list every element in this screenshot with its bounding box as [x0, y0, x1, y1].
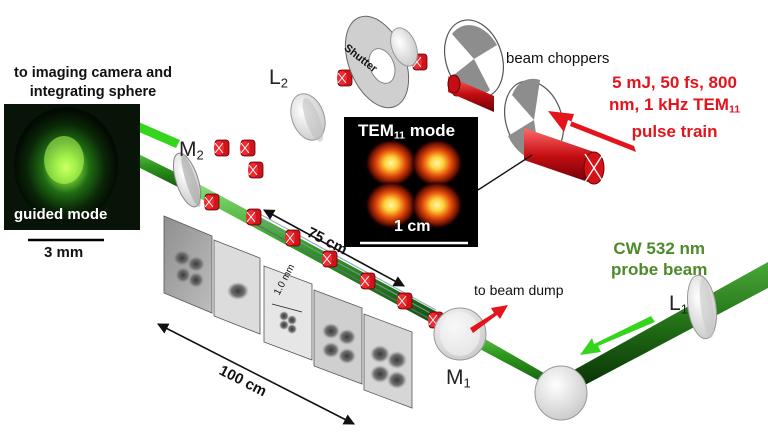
arrow-icon [470, 305, 508, 333]
mirror-icon [433, 307, 487, 361]
pump-line2: nm, 1 kHz TEM11 [609, 94, 740, 121]
iris-icon [285, 229, 301, 247]
probe-beam-input-segment [556, 262, 768, 395]
length-100-arrow [157, 323, 355, 425]
screen-scale-bar [271, 303, 303, 313]
pump-line3: pulse train [631, 121, 718, 141]
mirror-icon [534, 365, 588, 421]
mirror-icon [172, 152, 202, 208]
m2-label: M2 [179, 138, 204, 162]
lens-icon [390, 27, 418, 67]
pump-line1: 5 mJ, 50 fs, 800 [612, 73, 737, 92]
lens-icon [290, 93, 326, 142]
pump-beam-segment [524, 128, 605, 185]
iris-icon [240, 139, 256, 157]
probe-line2: probe beam [611, 260, 708, 279]
l2-sub: 2 [280, 75, 288, 91]
tem-inset-pointer [477, 154, 533, 191]
lens-icon [686, 274, 718, 340]
pump-line2-prefix: nm, 1 kHz TEM [609, 95, 729, 114]
imaging-target-line1: to imaging camera and [14, 65, 172, 81]
iris-icon [246, 208, 262, 226]
arrow-icon [580, 316, 655, 355]
iris-icon [214, 139, 230, 157]
arrow-icon [548, 111, 636, 152]
screen-1 [163, 215, 213, 314]
length-75-arrow [263, 209, 405, 287]
m1-sub: 1 [463, 375, 471, 391]
imaging-target-label: to imaging camera and integrating sphere [14, 64, 172, 102]
l2-main: L [269, 66, 281, 89]
screen-4 [313, 289, 363, 385]
l1-label: L1 [669, 292, 688, 316]
l1-sub: 1 [680, 301, 688, 317]
iris-icon [337, 69, 353, 87]
screen-5 [363, 313, 413, 409]
probe-line1: CW 532 nm [613, 239, 705, 258]
iris-icon [322, 250, 338, 268]
tem-title-main: TEM [358, 121, 394, 140]
beam-choppers-label: beam choppers [506, 50, 610, 67]
iris-icon [248, 161, 264, 179]
tem-title-sub: 11 [393, 129, 406, 142]
m1-label: M1 [446, 366, 471, 390]
guided-mode-label: guided mode [14, 206, 108, 223]
pump-line2-sub: 11 [728, 103, 741, 116]
l2-label: L2 [269, 66, 288, 90]
probe-label: CW 532 nm probe beam [611, 238, 707, 280]
pump-beam-segment [447, 74, 494, 112]
tem-title-suffix: mode [405, 121, 456, 140]
iris-icon [360, 272, 376, 290]
imaging-target-line2: integrating sphere [29, 84, 157, 100]
iris-icon [397, 292, 413, 310]
tem-title: TEM11 mode [358, 121, 455, 142]
guided-scale-label: 3 mm [44, 244, 84, 261]
guided-mode-inset [4, 104, 140, 230]
pump-label: 5 mJ, 50 fs, 800 nm, 1 kHz TEM11 pulse t… [609, 72, 740, 143]
tem-scale-label: 1 cm [394, 218, 431, 235]
iris-icon [204, 193, 220, 211]
beam-dump-label: to beam dump [474, 282, 564, 298]
m1-main: M [446, 366, 464, 389]
tem-mode-inset [344, 117, 478, 247]
screen-2 [213, 239, 261, 335]
l1-main: L [669, 292, 681, 315]
m2-sub: 2 [196, 147, 204, 163]
m2-main: M [179, 138, 197, 161]
